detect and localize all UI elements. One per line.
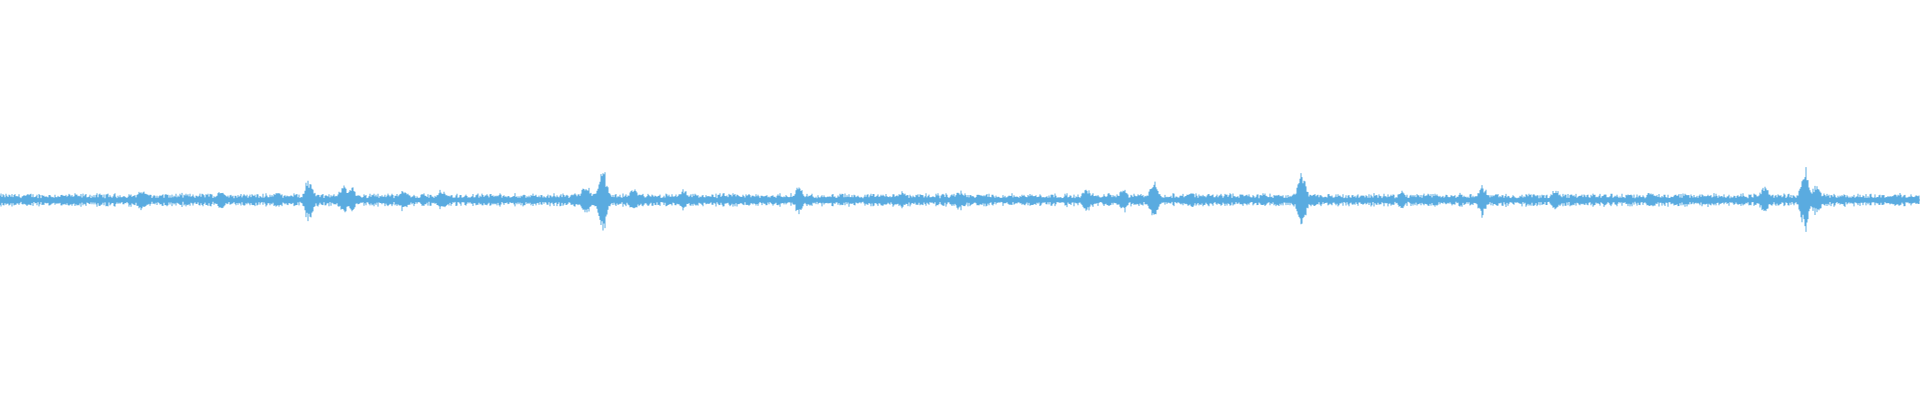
waveform-signal [0,167,1920,232]
